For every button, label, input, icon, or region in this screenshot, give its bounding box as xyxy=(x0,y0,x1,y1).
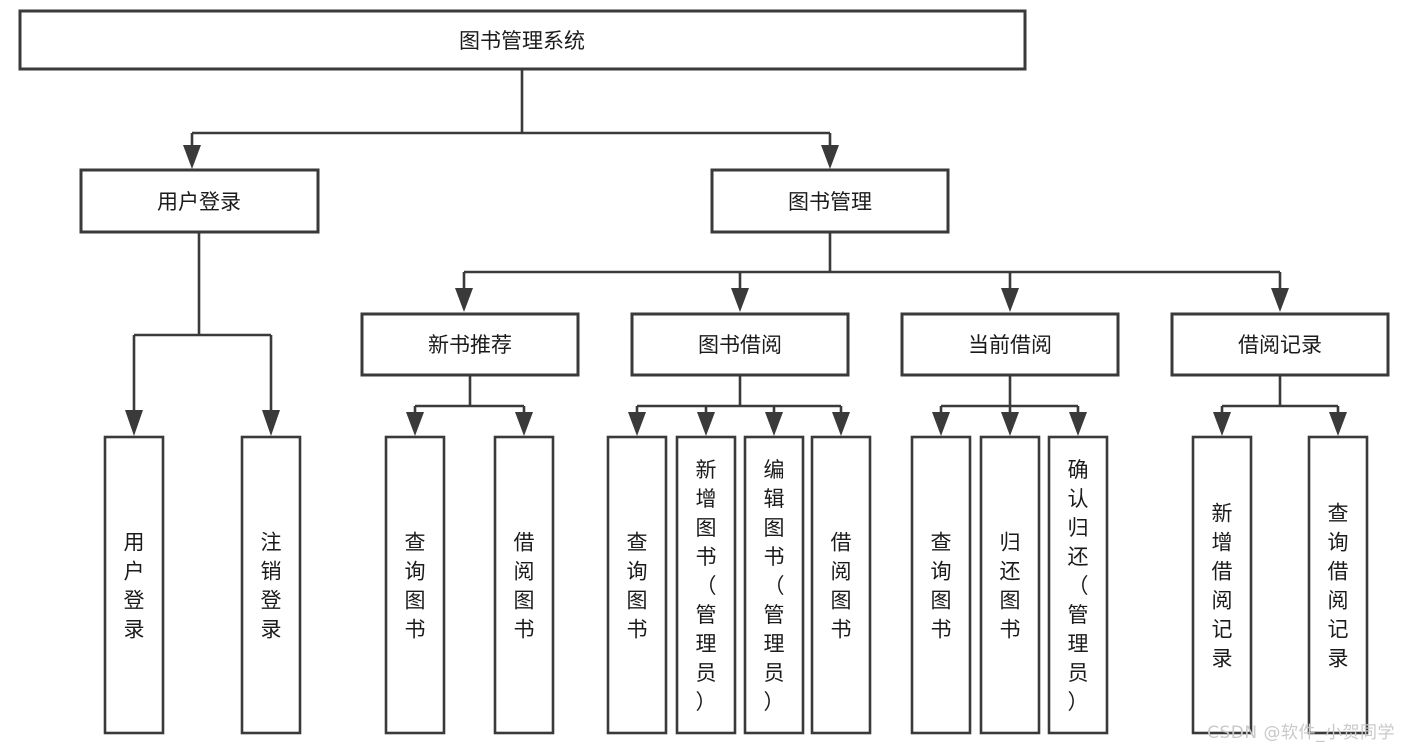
node-bookmgmt-label: 图书管理 xyxy=(788,190,872,214)
node-leaf13[interactable]: 查询借阅记录 xyxy=(1307,435,1369,735)
node-record-box[interactable] xyxy=(1170,312,1390,377)
arrow-head-leaf7 xyxy=(765,412,783,436)
node-leaf11-box[interactable] xyxy=(1047,435,1109,735)
node-current[interactable]: 当前借阅 xyxy=(900,312,1120,377)
node-record[interactable]: 借阅记录 xyxy=(1170,312,1390,377)
node-leaf12-box[interactable] xyxy=(1191,435,1253,735)
leaf-layer: 用户登录 注销登录 查询图书 借阅图书 查询图书 新增图书（管理员） 编辑图书（… xyxy=(103,435,1369,735)
node-leaf8-box[interactable] xyxy=(810,435,872,735)
node-bookmgmt[interactable]: 图书管理 xyxy=(710,168,950,234)
arrow-head-leaf1 xyxy=(125,410,143,436)
node-leaf6-label: 新增图书（管理员） xyxy=(696,458,717,714)
arrow-head-leaf2 xyxy=(262,410,280,436)
node-leaf7[interactable]: 编辑图书（管理员） xyxy=(743,435,805,735)
arrow-head-borrow xyxy=(731,288,749,312)
node-leaf9[interactable]: 查询图书 xyxy=(910,435,972,735)
node-current-label: 当前借阅 xyxy=(968,333,1052,357)
node-leaf11-label: 确认归还（管理员） xyxy=(1068,458,1089,714)
node-newbook[interactable]: 新书推荐 xyxy=(360,312,580,377)
node-leaf2-label: 注销登录 xyxy=(261,531,282,642)
node-leaf9-label: 查询图书 xyxy=(931,531,952,642)
connector-layer xyxy=(125,69,1347,436)
arrow-head-leaf12 xyxy=(1213,412,1231,436)
node-leaf9-box[interactable] xyxy=(910,435,972,735)
node-leaf1-label: 用户登录 xyxy=(124,531,145,642)
node-newbook-label: 新书推荐 xyxy=(428,333,512,357)
node-leaf5-box[interactable] xyxy=(606,435,668,735)
node-record-label: 借阅记录 xyxy=(1238,333,1322,357)
node-leaf13-label: 查询借阅记录 xyxy=(1328,502,1349,671)
node-leaf13-box[interactable] xyxy=(1307,435,1369,735)
node-root-box[interactable] xyxy=(18,9,1027,71)
arrow-head-leaf13 xyxy=(1329,412,1347,436)
node-newbook-box[interactable] xyxy=(360,312,580,377)
node-leaf11[interactable]: 确认归还（管理员） xyxy=(1047,435,1109,735)
arrow-head-record xyxy=(1271,288,1289,312)
arrow-head-leaf11 xyxy=(1069,412,1087,436)
node-current-box[interactable] xyxy=(900,312,1120,377)
node-leaf7-label: 编辑图书（管理员） xyxy=(764,458,785,714)
node-leaf2[interactable]: 注销登录 xyxy=(240,435,302,735)
arrow-head-leaf4 xyxy=(515,412,533,436)
csdn-watermark: CSDN @软件_小贺同学 xyxy=(1207,723,1395,743)
node-leaf1[interactable]: 用户登录 xyxy=(103,435,165,735)
arrow-head-leaf8 xyxy=(832,412,850,436)
arrow-head-leaf3 xyxy=(406,412,424,436)
node-borrow[interactable]: 图书借阅 xyxy=(630,312,850,377)
node-leaf5[interactable]: 查询图书 xyxy=(606,435,668,735)
node-leaf4-box[interactable] xyxy=(493,435,555,735)
node-leaf3-box[interactable] xyxy=(384,435,446,735)
arrow-head-leaf10 xyxy=(1001,412,1019,436)
node-login[interactable]: 用户登录 xyxy=(79,168,320,234)
arrow-head-leaf6 xyxy=(697,412,715,436)
node-leaf10-box[interactable] xyxy=(979,435,1041,735)
node-leaf1-box[interactable] xyxy=(103,435,165,735)
node-login-box[interactable] xyxy=(79,168,320,234)
arrow-head-current xyxy=(1001,288,1019,312)
node-root-label: 图书管理系统 xyxy=(459,29,585,53)
arrow-head-bookmgmt xyxy=(821,145,839,169)
node-leaf8-label: 借阅图书 xyxy=(831,531,852,642)
arrow-head-leaf9 xyxy=(932,412,950,436)
arrow-head-leaf5 xyxy=(628,412,646,436)
node-leaf3-label: 查询图书 xyxy=(405,531,426,642)
node-leaf8[interactable]: 借阅图书 xyxy=(810,435,872,735)
node-borrow-label: 图书借阅 xyxy=(698,333,782,357)
node-leaf6-box[interactable] xyxy=(675,435,737,735)
node-login-label: 用户登录 xyxy=(157,190,241,214)
node-leaf6[interactable]: 新增图书（管理员） xyxy=(675,435,737,735)
node-leaf2-box[interactable] xyxy=(240,435,302,735)
node-leaf4-label: 借阅图书 xyxy=(514,531,535,642)
node-leaf7-box[interactable] xyxy=(743,435,805,735)
node-leaf12[interactable]: 新增借阅记录 xyxy=(1191,435,1253,735)
arrow-head-login xyxy=(183,145,201,169)
node-leaf10[interactable]: 归还图书 xyxy=(979,435,1041,735)
node-root[interactable]: 图书管理系统 xyxy=(18,9,1027,71)
node-leaf5-label: 查询图书 xyxy=(627,531,648,642)
node-bookmgmt-box[interactable] xyxy=(710,168,950,234)
node-leaf10-label: 归还图书 xyxy=(1000,531,1021,642)
arrow-head-newbook xyxy=(455,288,473,312)
node-leaf3[interactable]: 查询图书 xyxy=(384,435,446,735)
node-borrow-box[interactable] xyxy=(630,312,850,377)
node-leaf4[interactable]: 借阅图书 xyxy=(493,435,555,735)
node-leaf12-label: 新增借阅记录 xyxy=(1212,502,1233,671)
